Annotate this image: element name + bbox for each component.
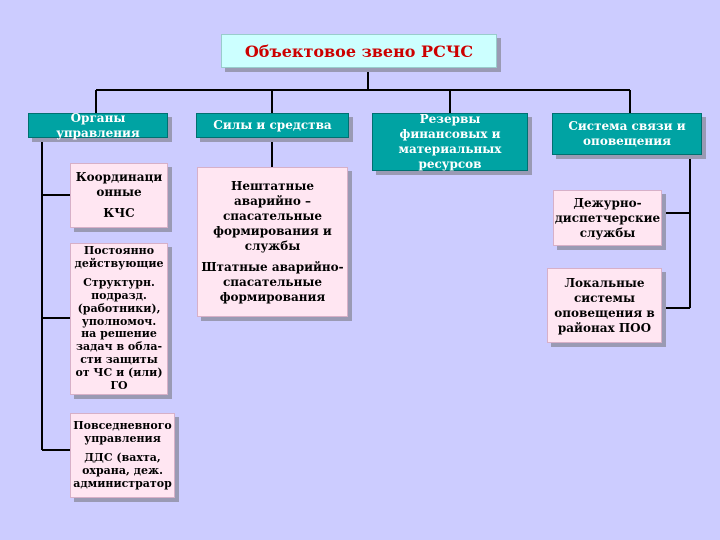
daily-box: Повседневного управления ДДС (вахта, охр… [70,413,175,498]
permanent-box: Постоянно действующие Структурн. подразд… [70,243,168,395]
coordination-sub: КЧС [103,206,135,220]
daily-sub: охрана, деж. [82,463,163,477]
dispatch-box: Дежурно- диспетчерские службы [553,190,662,246]
permanent-sub: ГО [110,379,128,393]
reserves-label: Резервы финансовых и материальных ресурс… [398,112,502,171]
warning-line: оповещения в [554,305,655,320]
coordination-line: Координаци [75,170,163,184]
permanent-sub: уполномоч. [81,314,157,328]
daily-sub: ДДС (вахта, [84,451,161,465]
daily-sub: администратор [73,476,172,490]
forces-label: Силы и средства [213,118,332,132]
permanent-sub: подразд. [91,288,147,302]
permanent-sub: (работники), [77,301,161,315]
dispatch-line: Дежурно- [573,195,642,210]
permanent-sub: на решение [81,327,157,341]
warning-line: Локальные [564,275,645,290]
forces-line: аварийно – [233,194,312,208]
warning-line: системы [573,290,636,305]
forces-sub: формирования [219,290,326,304]
permanent-line: Постоянно [83,243,155,257]
forces-line: формирования и [213,224,332,238]
forces-line: службы [244,239,301,253]
dispatch-line: диспетчерские [554,210,661,225]
comms-header: Система связи и оповещения [552,113,702,155]
permanent-sub: задач в обла- [75,340,163,354]
forces-sub: спасательные [222,275,323,289]
permanent-sub: от ЧС и (или) [75,366,163,380]
title-box: Объектовое звено РСЧС [221,34,497,68]
forces-line: Нештатные [231,179,314,193]
organs-header: Органы управления [28,110,168,140]
permanent-sub: сти защиты [80,353,158,367]
forces-line: спасательные [222,209,323,223]
daily-line: управления [84,432,161,446]
coordination-line: онные [96,185,142,199]
coordination-box: Координаци онные КЧС [70,163,168,228]
title-text: Объектовое звено РСЧС [244,41,474,61]
daily-line: Повседневного [73,419,172,433]
reserves-header: Резервы финансовых и материальных ресурс… [372,112,528,171]
forces-sub: Штатные аварийно- [201,260,344,274]
forces-header: Силы и средства [196,113,349,138]
warning-line: районах ПОО [557,320,652,335]
dispatch-line: службы [579,225,636,240]
organs-label: Органы управления [56,110,140,140]
permanent-sub: Структурн. [83,275,155,289]
comms-label: Система связи и оповещения [568,119,686,148]
permanent-line: действующие [74,256,164,270]
forces-box: Нештатные аварийно – спасательные формир… [197,167,348,317]
warning-box: Локальные системы оповещения в районах П… [547,268,662,343]
